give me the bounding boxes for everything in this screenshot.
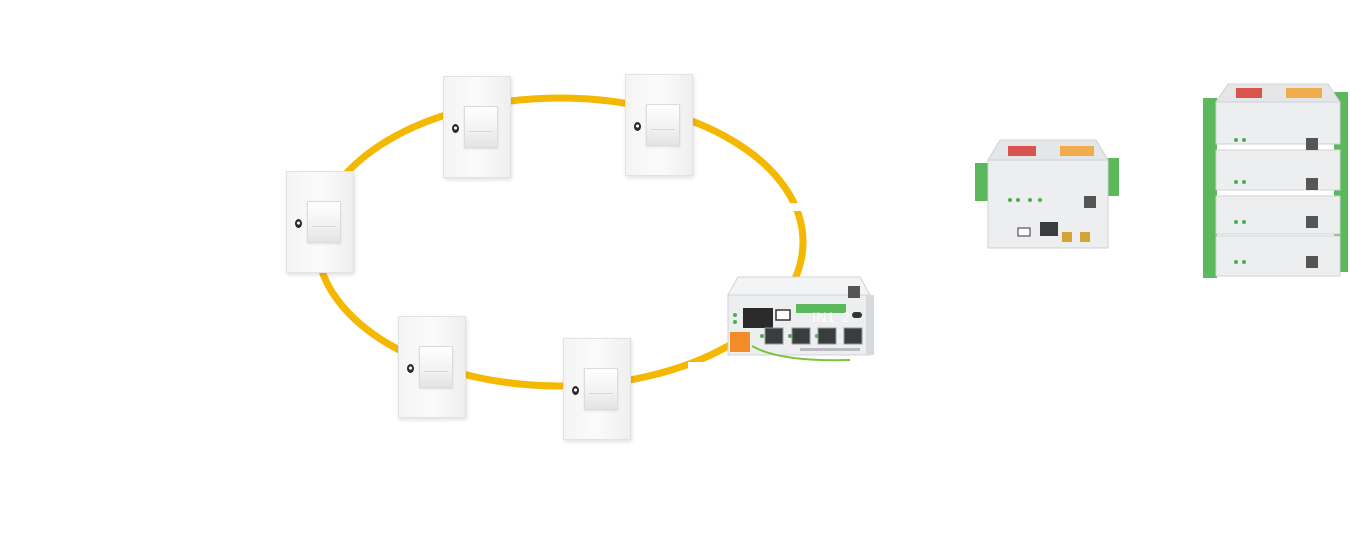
controller-module-single — [975, 139, 1119, 249]
indicator-led — [634, 122, 641, 131]
ring-gap-bottom — [688, 362, 710, 370]
stacked-module-3 — [1215, 195, 1341, 235]
stacked-module-2 — [1215, 149, 1341, 191]
wall-switch-icon — [286, 171, 354, 273]
status-led — [1028, 198, 1032, 202]
indicator-led — [407, 364, 414, 373]
terminal-block-green — [796, 304, 846, 313]
qr-code — [1306, 216, 1318, 228]
connector-block-black — [743, 308, 773, 328]
stacked-module-4 — [1215, 235, 1341, 277]
qr-code — [1306, 178, 1318, 190]
status-led — [1242, 180, 1246, 184]
status-led — [1234, 220, 1238, 224]
status-led — [1016, 198, 1020, 202]
terminal-gold — [1062, 232, 1072, 242]
terminal-block-orange — [730, 332, 750, 352]
status-led — [760, 334, 764, 338]
controller-module-stack — [1203, 83, 1348, 278]
status-led — [1008, 198, 1012, 202]
stack-label-red — [1236, 88, 1262, 98]
din-clip-left — [1203, 98, 1217, 278]
stack-label-orange — [1286, 88, 1322, 98]
din-clip-left — [975, 163, 989, 201]
status-led — [1242, 138, 1246, 142]
status-led — [1242, 260, 1246, 264]
status-led — [1234, 260, 1238, 264]
rj45-port-4 — [843, 327, 863, 345]
qr-code — [848, 286, 860, 298]
wall-switch-icon — [443, 76, 511, 178]
status-led — [1038, 198, 1042, 202]
status-led — [733, 320, 737, 324]
indicator-led — [572, 386, 579, 395]
ring-gap-right — [790, 203, 806, 211]
indicator-led — [452, 124, 459, 133]
wall-switch-icon — [625, 74, 693, 176]
status-led — [1242, 220, 1246, 224]
indicator-led — [295, 219, 302, 228]
module-label-orange — [1060, 146, 1094, 156]
usb-port — [1017, 227, 1031, 237]
status-led — [1234, 180, 1238, 184]
qr-code — [1084, 196, 1096, 208]
rj45-port-2 — [791, 327, 811, 345]
stacked-module-1 — [1215, 101, 1341, 145]
rocker-switch — [584, 368, 618, 410]
rocker-switch — [307, 201, 341, 243]
terminal-gold — [1080, 232, 1090, 242]
wall-switch-icon — [398, 316, 466, 418]
wall-switch-icon — [563, 338, 631, 440]
status-led — [1234, 138, 1238, 142]
port-label-in1: IN1 — [812, 309, 836, 325]
ground-wire — [751, 345, 851, 362]
ethernet-switch — [727, 276, 874, 362]
small-port — [852, 312, 862, 318]
rocker-switch — [646, 104, 680, 146]
qr-code — [1306, 138, 1318, 150]
rj45-port-1 — [764, 327, 784, 345]
port-label-2: 2 — [842, 309, 851, 325]
status-led — [733, 313, 737, 317]
rocker-switch — [419, 346, 453, 388]
usb-port — [775, 309, 791, 321]
label-strip — [800, 348, 860, 351]
status-led — [788, 334, 792, 338]
qr-code — [1306, 256, 1318, 268]
rj45-port — [1040, 222, 1058, 236]
switch-side — [866, 295, 874, 355]
module-label-red — [1008, 146, 1036, 156]
rj45-port-3 — [817, 327, 837, 345]
rocker-switch — [464, 106, 498, 148]
